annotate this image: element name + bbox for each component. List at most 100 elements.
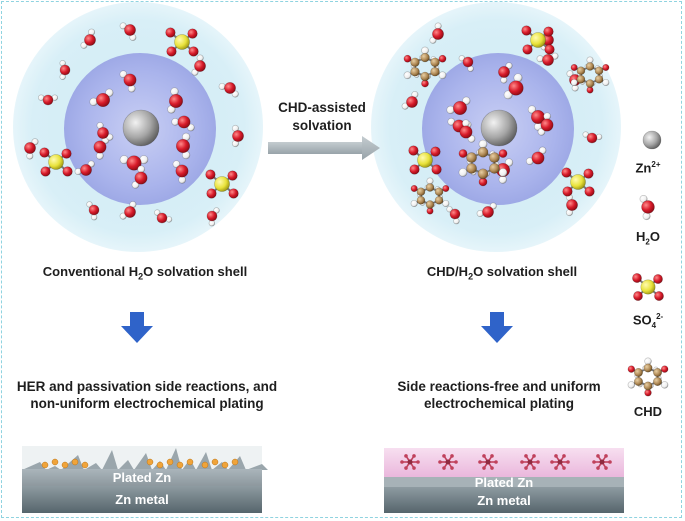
zn-ion [122,109,160,147]
legend-so4-sup: 2- [656,312,664,321]
water-molecule [525,146,547,165]
right-caption-post: O solvation shell [473,264,578,279]
legend-zn-sup: 2+ [651,160,661,169]
left-molecules [24,22,244,227]
right-down-arrow [481,312,513,343]
legend-chd-label: CHD [633,404,663,419]
water-molecule [476,202,497,218]
right-outcome-line1: Side reactions-free and uniform [397,379,601,394]
left-caption-post: O solvation shell [143,264,248,279]
legend-icons [627,130,669,397]
water-molecule [38,94,58,106]
legend-so4-label: SO42- [618,312,678,330]
water-molecule [218,82,239,98]
water-molecule [537,112,554,136]
water-molecule [446,206,461,225]
sulfate-ion [561,167,595,197]
sulfate-ion [205,169,239,199]
right-outcome-text: Side reactions-free and uniform electroc… [364,378,634,412]
water-molecule [191,54,206,76]
left-caption-pre: Conventional H [42,264,139,279]
left-zn-metal-layer [22,486,262,513]
water-molecule [446,96,471,116]
legend-zn-label: Zn2+ [618,160,678,175]
water-molecule [154,209,173,224]
legend-h2o-sub: 2 [645,237,650,247]
water-molecule [86,201,100,221]
right-chd-layer [384,448,624,477]
water-molecule [119,70,137,93]
water-molecule [131,165,148,189]
right-solvation-shell [371,2,621,252]
water-molecule [639,194,655,221]
chd-assisted-label: CHD-assisted solvation [262,99,382,135]
water-molecule [171,115,195,132]
water-molecule [231,124,244,148]
water-molecule [119,155,149,171]
legend-h2o-label: H2O [618,229,678,247]
chd-molecule [458,139,508,187]
legend-h2o-pre: H [636,229,646,244]
left-solvation-shell [13,2,263,252]
legend-h2o-post: O [649,229,660,244]
water-molecule [458,55,474,72]
water-molecule [74,160,95,176]
water-molecule [89,88,114,108]
left-zn-metal-label: Zn metal [115,492,169,507]
right-zn-metal-label: Zn metal [477,493,531,508]
left-plated-zn-label: Plated Zn [112,470,172,485]
legend-zn-base: Zn [635,160,652,176]
water-molecule [206,207,220,227]
right-caption-sub: 2 [468,271,474,282]
left-zn-strip [22,446,268,513]
right-caption-pre: CHD/H [426,264,469,279]
water-molecule [80,28,96,49]
sulfate-ion [39,147,73,177]
water-molecule [536,52,559,66]
legend-so4-sub: 4 [651,320,657,330]
left-outcome-text: HER and passivation side reactions, and … [2,378,292,412]
chd-molecule [570,56,610,94]
right-zn-strip [384,448,624,513]
water-molecule [24,138,39,160]
chd-molecule [410,177,450,215]
right-molecules [401,22,610,225]
left-down-arrow [121,312,153,343]
water-molecule [498,62,513,84]
zn-ion [642,130,662,150]
sulfate-ion [521,25,555,55]
water-molecule [459,119,476,143]
chd-assisted-line1: CHD-assisted [278,100,366,115]
water-molecule [429,22,444,44]
chd-molecule [403,46,447,88]
left-outcome-line2: non-uniform electrochemical plating [30,396,264,411]
water-molecule [565,193,578,217]
water-molecule [96,122,114,141]
water-molecule [119,22,137,41]
chd-assisted-arrow [268,136,380,160]
right-shell-caption: CHD/H2O solvation shell [372,264,632,282]
chd-assisted-line2: solvation [292,118,352,133]
sulfate-ion [632,273,664,301]
water-molecule [582,131,603,144]
water-molecule [401,91,419,110]
water-molecule [503,73,524,100]
left-caption-sub: 2 [138,271,144,282]
left-outcome-line1: HER and passivation side reactions, and [16,379,278,394]
chd-molecule [627,357,669,397]
left-shell-caption: Conventional H2O solvation shell [10,264,280,282]
water-molecule [59,60,71,80]
sulfate-ion [165,27,199,57]
sulfate-ion [408,145,442,175]
right-zn-metal-layer [384,487,624,513]
water-molecule [172,160,189,184]
water-molecule [175,132,191,160]
right-plated-zn-layer [384,477,624,487]
zn-ion [480,109,518,147]
water-molecule [119,201,137,220]
right-plated-zn-label: Plated Zn [474,475,534,490]
right-outcome-line2: electrochemical plating [423,396,575,411]
water-molecule [167,87,184,114]
